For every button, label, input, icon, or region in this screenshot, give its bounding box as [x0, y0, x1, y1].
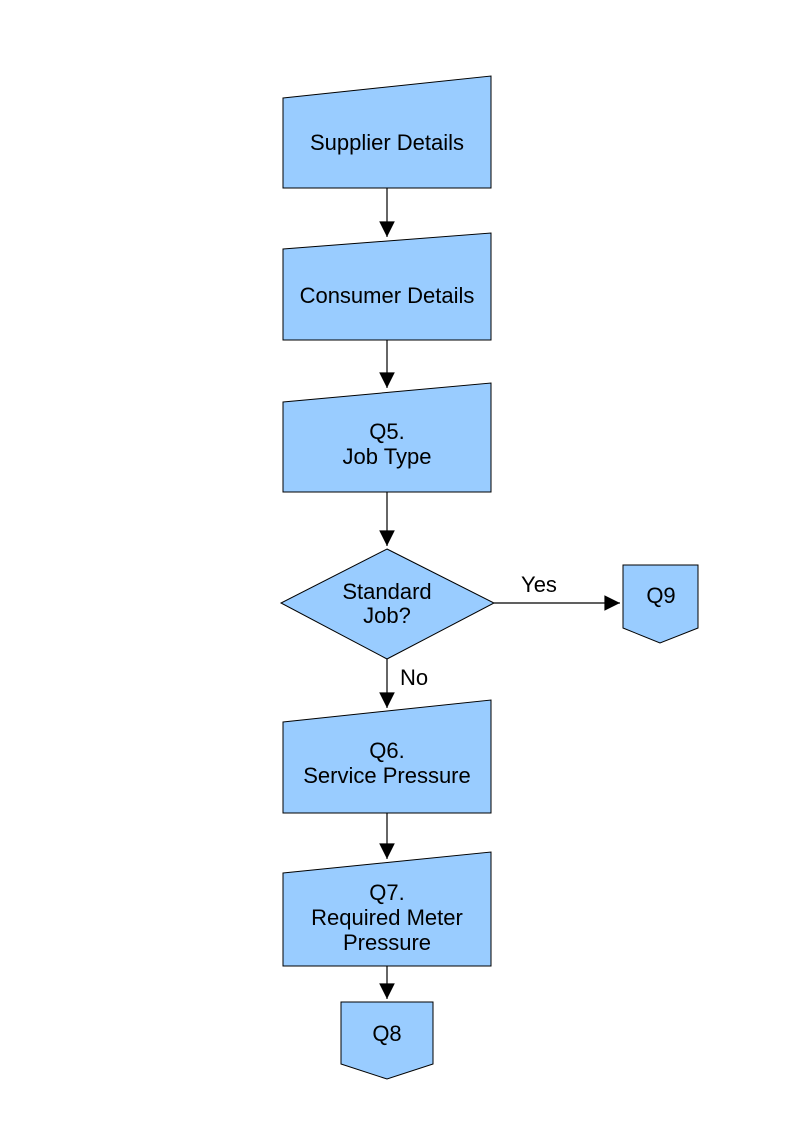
node-decision-label-line2: Job? [363, 603, 411, 628]
node-q7-label-line1: Q7. [369, 880, 404, 905]
node-q6-service-pressure-shape [282, 699, 492, 814]
node-q5-label-line2: Job Type [343, 444, 432, 469]
node-q9-label: Q9 [646, 583, 675, 608]
node-q6-label-line1: Q6. [369, 738, 404, 763]
nodes: Supplier Details Consumer Details Q5. Jo… [279, 75, 699, 1080]
node-q5-job-type-shape [282, 382, 492, 493]
node-q7-label-line3: Pressure [343, 930, 431, 955]
node-consumer-details-shape [282, 232, 492, 341]
node-consumer-details-label: Consumer Details [300, 283, 475, 308]
node-q7-required-meter-pressure-shape [282, 851, 492, 967]
connectors: Yes No [379, 188, 620, 999]
node-q7-label-line2: Required Meter [311, 905, 463, 930]
node-standard-job-decision-shape [279, 548, 496, 660]
node-q5-label-line1: Q5. [369, 419, 404, 444]
edge-label-no: No [400, 665, 428, 690]
node-q8-connector-shape [340, 1001, 434, 1080]
node-supplier-details-shape [282, 75, 492, 189]
edge-label-yes: Yes [521, 572, 557, 597]
node-q9-connector-shape [622, 564, 699, 644]
node-q6-label-line2: Service Pressure [303, 763, 471, 788]
node-supplier-details-label: Supplier Details [310, 130, 464, 155]
node-decision-label-line1: Standard [342, 579, 431, 604]
node-q8-label: Q8 [372, 1021, 401, 1046]
